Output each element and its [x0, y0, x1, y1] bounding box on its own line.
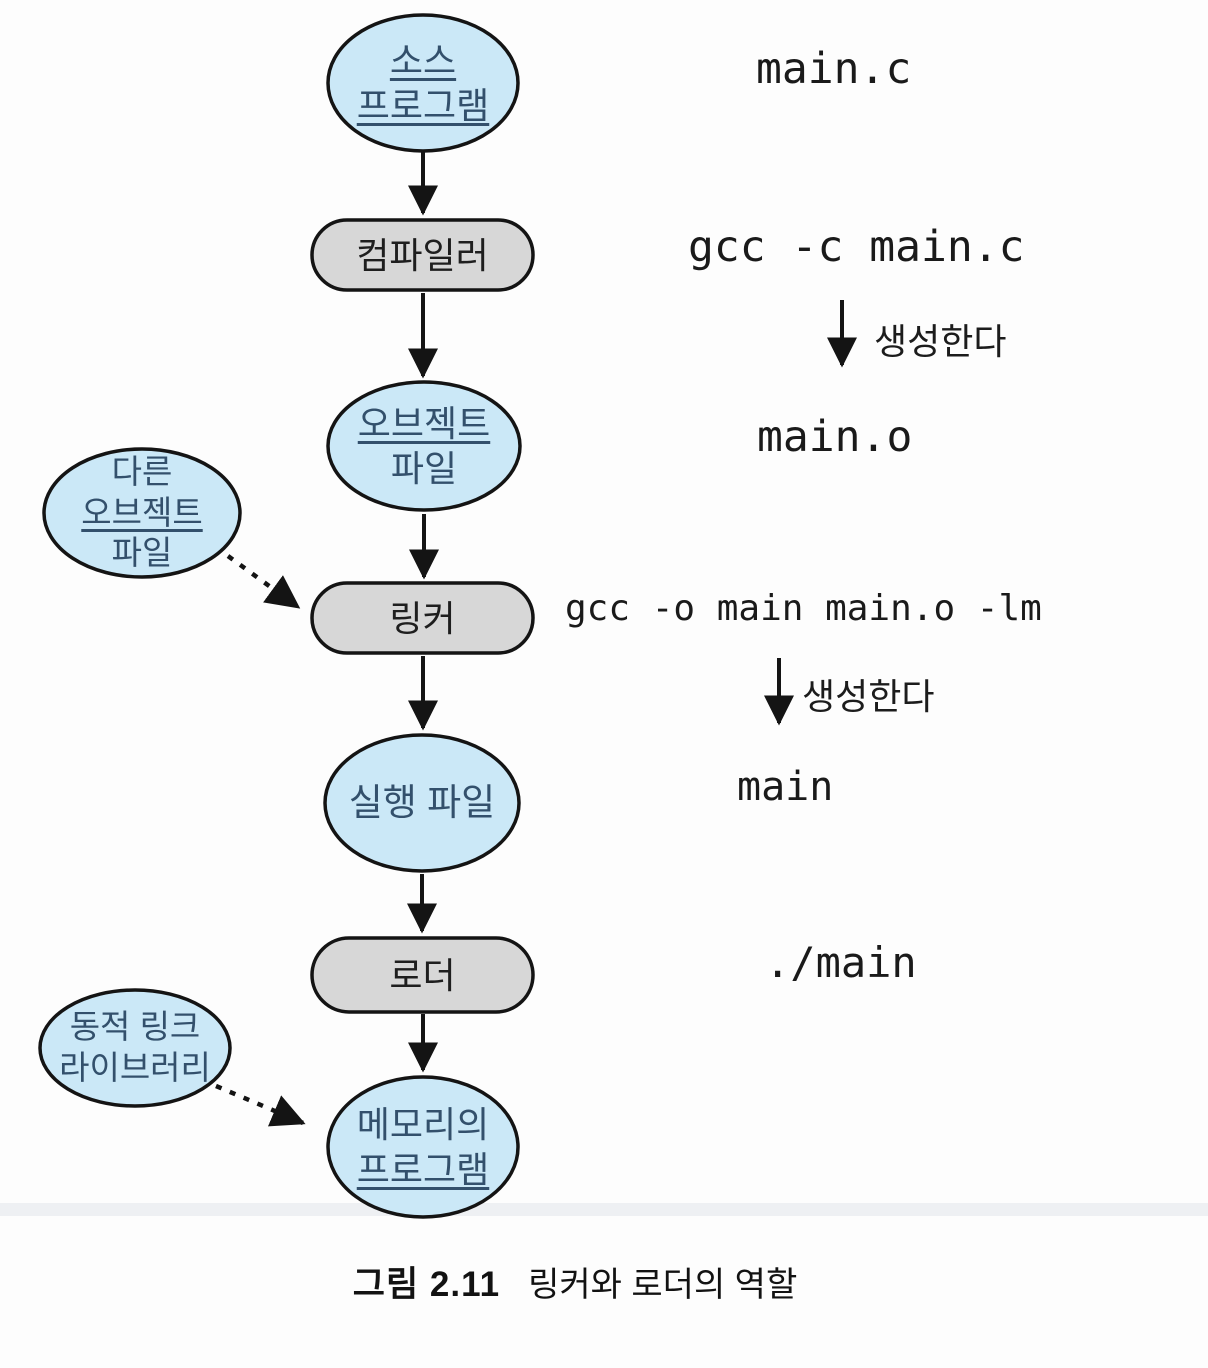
linker-box	[310, 581, 535, 655]
arrow-other-object-to-linker	[226, 554, 301, 609]
object-file-ellipse	[326, 380, 522, 512]
run-command: ./main	[765, 938, 917, 987]
executable-file-name: main	[737, 764, 834, 810]
memory-program-ellipse	[326, 1075, 520, 1219]
generates-label-1: 생성한다	[874, 321, 1007, 362]
executable-file-ellipse	[323, 733, 521, 873]
figure-caption-number: 그림 2.11	[352, 1265, 501, 1304]
source-program-ellipse	[326, 13, 520, 153]
other-object-file-ellipse	[42, 447, 242, 579]
figure-caption-title: 링커와 로더의 역할	[528, 1266, 798, 1304]
loader-box	[310, 936, 535, 1014]
compile-command: gcc -c main.c	[688, 222, 1025, 272]
link-command: gcc -o main main.o -lm	[565, 588, 1042, 629]
object-file-name: main.o	[757, 412, 913, 462]
generates-label-2: 생성한다	[802, 676, 935, 717]
page-scan-band	[0, 1203, 1208, 1216]
figure-caption: 그림 2.11 링커와 로더의 역할	[0, 1256, 1150, 1307]
dynamic-link-library-ellipse	[38, 988, 232, 1108]
source-file-name: main.c	[756, 44, 912, 94]
arrow-dynlib-to-memory	[215, 1083, 306, 1127]
compiler-box	[310, 218, 535, 292]
